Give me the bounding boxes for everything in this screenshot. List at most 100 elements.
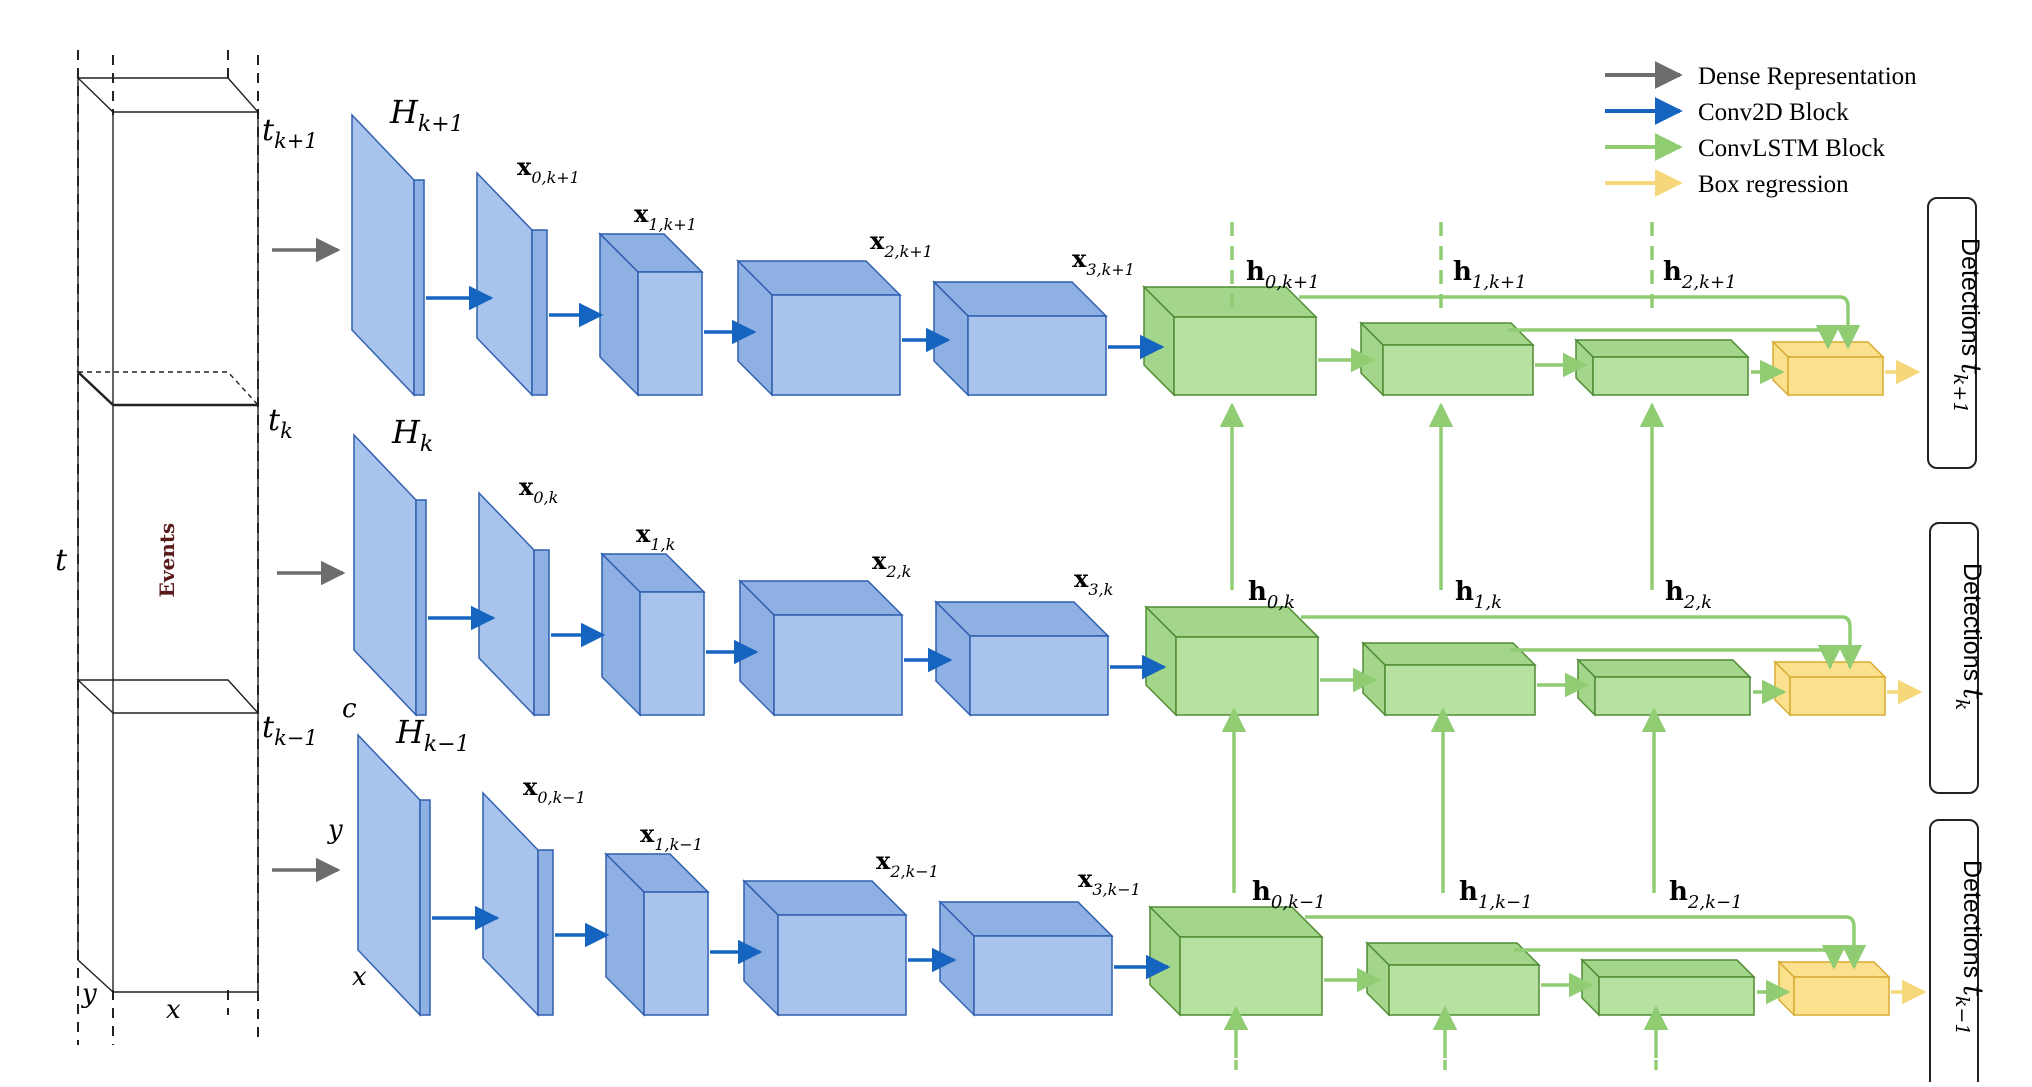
h2-block-0 xyxy=(1574,338,1750,397)
legend-label-conv2d: Conv2D Block xyxy=(1698,99,1849,126)
h2-label-2: h2,k−1 xyxy=(1669,877,1743,913)
h1-block-0 xyxy=(1359,321,1535,397)
x0-side-1 xyxy=(533,549,550,716)
h1-label-0: h1,k+1 xyxy=(1453,257,1527,293)
box-block-1-front xyxy=(1789,676,1886,716)
y-axis-label-input: y xyxy=(327,815,343,845)
h1-block-0-top xyxy=(1359,322,1535,346)
legend-item-dense: Dense Representation xyxy=(1605,61,1917,90)
legend-label-box: Box regression xyxy=(1698,171,1849,198)
detections-box-1: Detections tk xyxy=(1929,522,1988,794)
h1-block-1 xyxy=(1361,641,1537,717)
h1-block-1-top xyxy=(1361,642,1537,666)
H-plane-0 xyxy=(351,113,425,397)
x2-block-1-front xyxy=(773,614,903,716)
h1-block-2-front xyxy=(1388,964,1540,1016)
x3-block-0 xyxy=(932,280,1108,397)
x0-block-2 xyxy=(482,791,554,1017)
box-block-2-front xyxy=(1793,976,1890,1016)
legend-label-convlstm: ConvLSTM Block xyxy=(1698,135,1885,162)
h2-block-1 xyxy=(1576,658,1752,717)
h0-block-2 xyxy=(1148,905,1324,1017)
x0-label-2: x0,k−1 xyxy=(523,772,586,807)
x3-block-1-front xyxy=(969,635,1109,716)
time-label-bot: tk−1 xyxy=(262,710,318,750)
x1-block-1-front xyxy=(639,591,705,716)
h1-block-0-front xyxy=(1382,344,1534,396)
H-plane-1 xyxy=(353,433,427,717)
detections-box-0: Detections tk+1 xyxy=(1927,197,1986,469)
x3-block-2 xyxy=(938,900,1114,1017)
box-block-1 xyxy=(1773,660,1887,717)
detections-box-2: Detections tk−1 xyxy=(1929,819,1988,1087)
t-axis-label: t xyxy=(55,543,68,578)
legend-item-box: Box regression xyxy=(1605,169,1849,198)
h0-block-2-front xyxy=(1179,936,1323,1016)
time-label-top: tk+1 xyxy=(262,113,318,153)
h2-block-1-top xyxy=(1576,659,1752,678)
H-plane-face-0 xyxy=(351,113,415,397)
legend-label-dense: Dense Representation xyxy=(1698,63,1917,90)
H-plane-side-0 xyxy=(413,179,425,396)
x0-face-1 xyxy=(478,491,535,717)
c-axis-label: c xyxy=(342,694,357,724)
x2-block-1 xyxy=(738,579,904,717)
h2-block-0-front xyxy=(1592,356,1749,396)
box-block-0 xyxy=(1771,340,1885,397)
x1-block-2 xyxy=(604,852,710,1017)
x2-label-1: x2,k xyxy=(872,546,911,581)
H-plane-side-2 xyxy=(419,799,431,1016)
H-plane-side-1 xyxy=(415,499,427,716)
x3-block-0-front xyxy=(967,315,1107,396)
x-axis-label-input: x xyxy=(352,962,367,992)
h2-block-2-front xyxy=(1598,976,1755,1016)
h2-label-1: h2,k xyxy=(1665,577,1712,613)
skip-h0-curve-1 xyxy=(1841,615,1852,628)
x-axis-label-events: x xyxy=(166,995,181,1025)
x2-label-0: x2,k+1 xyxy=(870,226,933,261)
x2-block-2 xyxy=(742,879,908,1017)
x0-label-0: x0,k+1 xyxy=(517,152,580,187)
h2-block-2 xyxy=(1580,958,1756,1017)
events-label: Events xyxy=(155,523,179,598)
x1-block-0 xyxy=(598,232,704,397)
h0-block-1-front xyxy=(1175,636,1319,716)
x1-label-1: x1,k xyxy=(636,519,675,554)
x3-block-2-front xyxy=(973,935,1113,1016)
h1-label-2: h1,k−1 xyxy=(1459,877,1533,913)
h0-block-1 xyxy=(1144,605,1320,717)
H-plane-2 xyxy=(357,733,431,1017)
x2-label-2: x2,k−1 xyxy=(876,846,939,881)
x0-face-2 xyxy=(482,791,539,1017)
x0-face-0 xyxy=(476,171,533,397)
H-plane-face-2 xyxy=(357,733,421,1017)
box-block-0-front xyxy=(1787,356,1884,396)
y-axis-label-events: y xyxy=(81,979,97,1009)
input-axis-labels: c y x xyxy=(327,694,367,992)
skip-h0-curve-2 xyxy=(1845,915,1856,928)
x0-side-0 xyxy=(531,229,548,396)
legend-item-convlstm: ConvLSTM Block xyxy=(1605,133,1885,162)
x3-label-2: x3,k−1 xyxy=(1078,864,1141,899)
H-label-1: Hk xyxy=(391,413,433,457)
recurrent-connections xyxy=(1219,222,1669,1078)
x3-block-1 xyxy=(934,600,1110,717)
skip-h0-curve-0 xyxy=(1839,295,1850,308)
h1-block-2 xyxy=(1365,941,1541,1017)
event-volume xyxy=(76,50,260,1045)
H-label-2: Hk−1 xyxy=(395,713,470,757)
h1-block-2-top xyxy=(1365,942,1541,966)
x1-block-0-front xyxy=(637,271,703,396)
H-label-0: Hk+1 xyxy=(389,93,464,137)
x0-block-0 xyxy=(476,171,548,397)
time-label-mid: tk xyxy=(268,403,293,443)
skip-h1-curve-1 xyxy=(1821,648,1832,659)
x3-label-0: x3,k+1 xyxy=(1072,244,1135,279)
detections-frame-1 xyxy=(1929,522,1979,794)
x1-block-2-front xyxy=(643,891,709,1016)
x0-block-1 xyxy=(478,491,550,717)
